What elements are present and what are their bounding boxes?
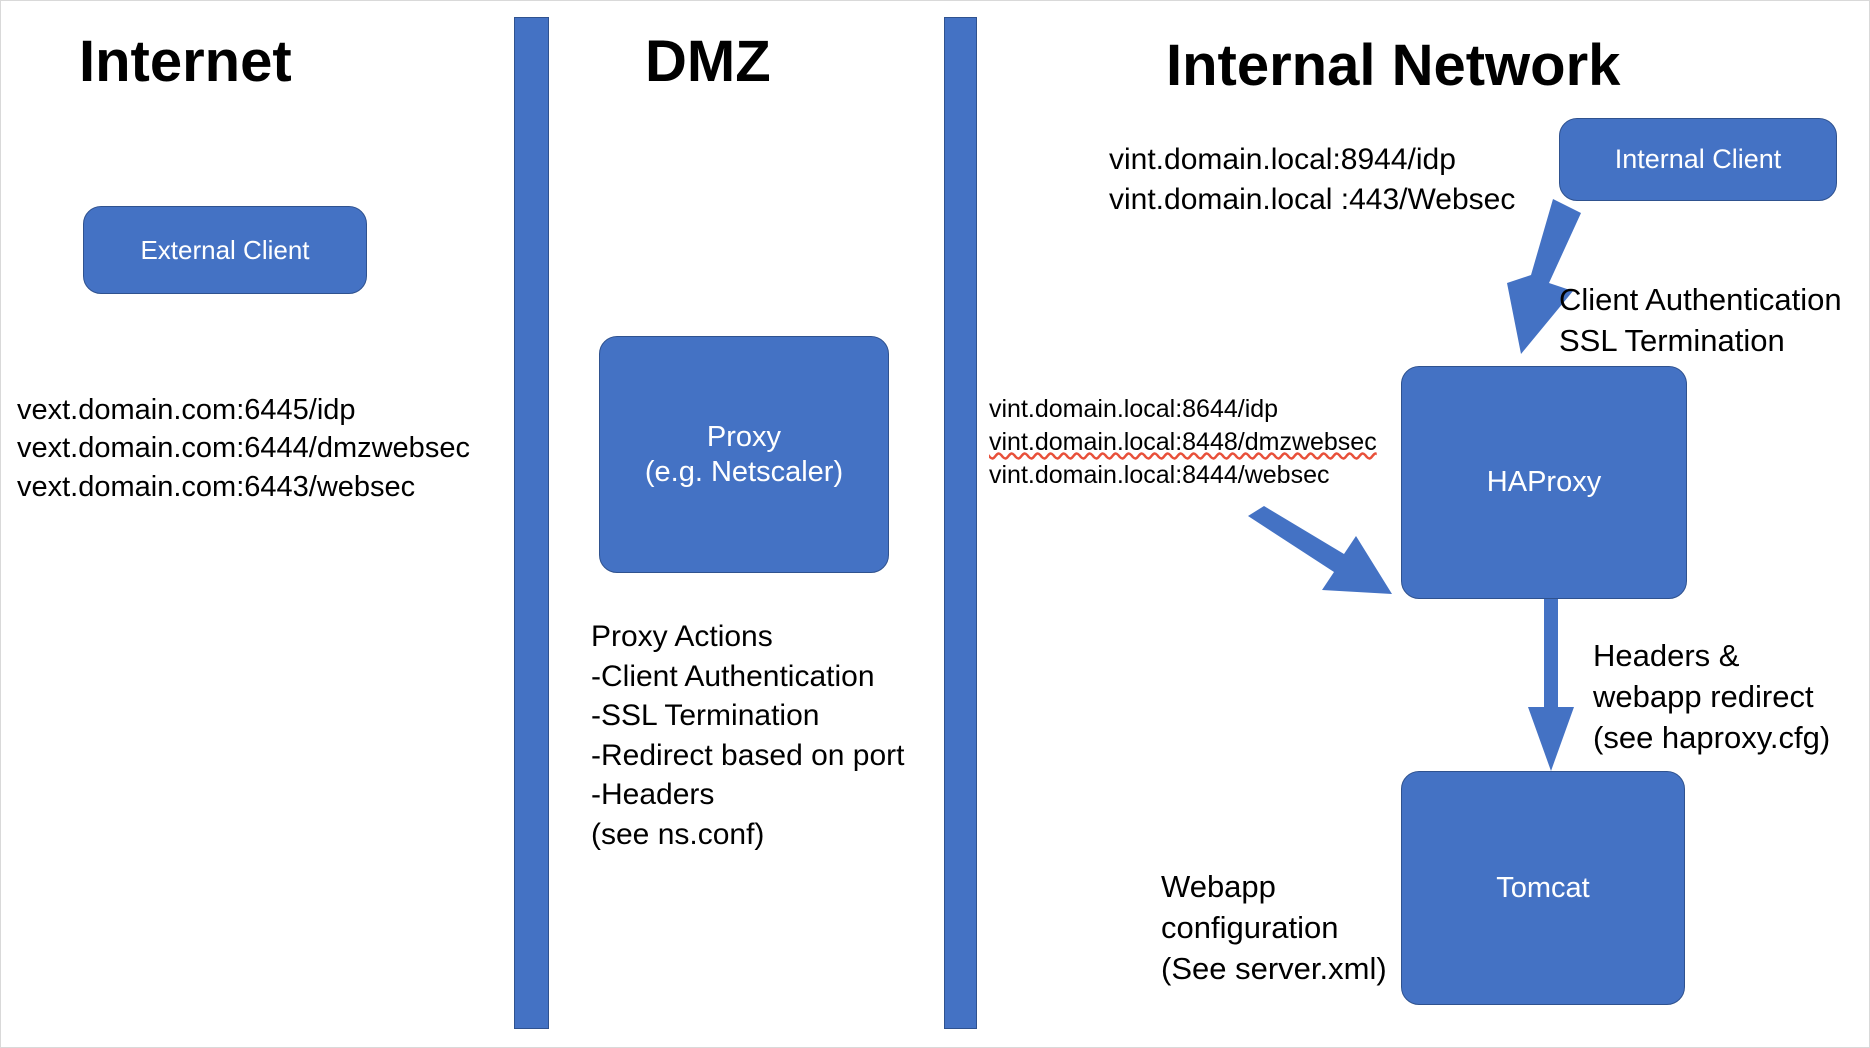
haproxy-endpoints-text: vint.domain.local:8644/idp vint.domain.l… <box>989 393 1377 492</box>
client-auth-line-2: SSL Termination <box>1559 322 1785 358</box>
webapp-config-line-1: Webapp <box>1161 869 1276 904</box>
webapp-config-line-2: configuration <box>1161 909 1339 945</box>
haproxy-endpoint-line-1: vint.domain.local:8644/idp <box>989 395 1279 423</box>
webapp-config-line-3: (See server.xml) <box>1161 950 1387 986</box>
node-internal-client[interactable]: Internal Client <box>1559 118 1837 201</box>
node-external-client-label: External Client <box>140 234 310 265</box>
client-auth-ssl-label: Client Authentication SSL Termination <box>1559 280 1842 362</box>
external-endpoints-text: vext.domain.com:6445/idp vext.domain.com… <box>17 391 470 506</box>
node-tomcat-label: Tomcat <box>1496 871 1590 904</box>
external-endpoint-line-3: vext.domain.com:6443/websec <box>17 470 416 503</box>
node-proxy-sublabel: (e.g. Netscaler) <box>644 455 844 488</box>
node-external-client[interactable]: External Client <box>83 206 367 294</box>
proxy-actions-line-3: -SSL Termination <box>591 699 820 733</box>
headers-webapp-redirect-label: Headers & webapp redirect (see haproxy.c… <box>1593 636 1830 759</box>
proxy-actions-line-2: -Client Authentication <box>591 659 875 693</box>
node-tomcat[interactable]: Tomcat <box>1401 771 1685 1005</box>
zone-divider-dmz-internal <box>944 17 977 1029</box>
proxy-actions-line-5: -Headers <box>591 778 715 812</box>
external-endpoint-line-1: vext.domain.com:6445/idp <box>17 394 356 426</box>
internal-client-endpoint-line-2: vint.domain.local :443/Websec <box>1109 182 1516 216</box>
proxy-actions-line-6: (see ns.conf) <box>591 817 765 851</box>
arrow-endpoints-to-haproxy <box>1248 506 1392 594</box>
node-haproxy[interactable]: HAProxy <box>1401 366 1687 599</box>
client-auth-line-1: Client Authentication <box>1559 282 1842 317</box>
headers-redirect-line-2: webapp redirect <box>1593 678 1814 714</box>
internal-client-endpoints-text: vint.domain.local:8944/idp vint.domain.l… <box>1109 140 1515 219</box>
internal-client-endpoint-line-1: vint.domain.local:8944/idp <box>1109 143 1456 176</box>
proxy-actions-line-1: Proxy Actions <box>591 620 773 653</box>
proxy-actions-line-4: -Redirect based on port <box>591 738 905 772</box>
arrow-internal-client-to-haproxy <box>1507 199 1581 354</box>
zone-divider-internet-dmz <box>514 17 549 1029</box>
node-proxy-label: Proxy <box>706 421 782 454</box>
proxy-actions-text: Proxy Actions -Client Authentication -SS… <box>591 617 905 855</box>
zone-title-internal-network: Internal Network <box>1166 33 1621 98</box>
haproxy-endpoint-line-2: vint.domain.local:8448/dmzwebsec <box>989 428 1377 456</box>
haproxy-endpoint-line-3: vint.domain.local:8444/websec <box>989 461 1330 489</box>
headers-redirect-line-1: Headers & <box>1593 638 1740 673</box>
arrow-haproxy-to-tomcat <box>1528 599 1574 771</box>
node-haproxy-label: HAProxy <box>1486 466 1602 499</box>
node-proxy[interactable]: Proxy (e.g. Netscaler) <box>599 336 889 573</box>
zone-title-dmz: DMZ <box>645 29 771 94</box>
zone-title-internet: Internet <box>79 29 292 94</box>
headers-redirect-line-3: (see haproxy.cfg) <box>1593 719 1831 755</box>
webapp-configuration-label: Webapp configuration (See server.xml) <box>1161 867 1387 990</box>
node-internal-client-label: Internal Client <box>1614 143 1782 174</box>
external-endpoint-line-2: vext.domain.com:6444/dmzwebsec <box>17 432 470 465</box>
